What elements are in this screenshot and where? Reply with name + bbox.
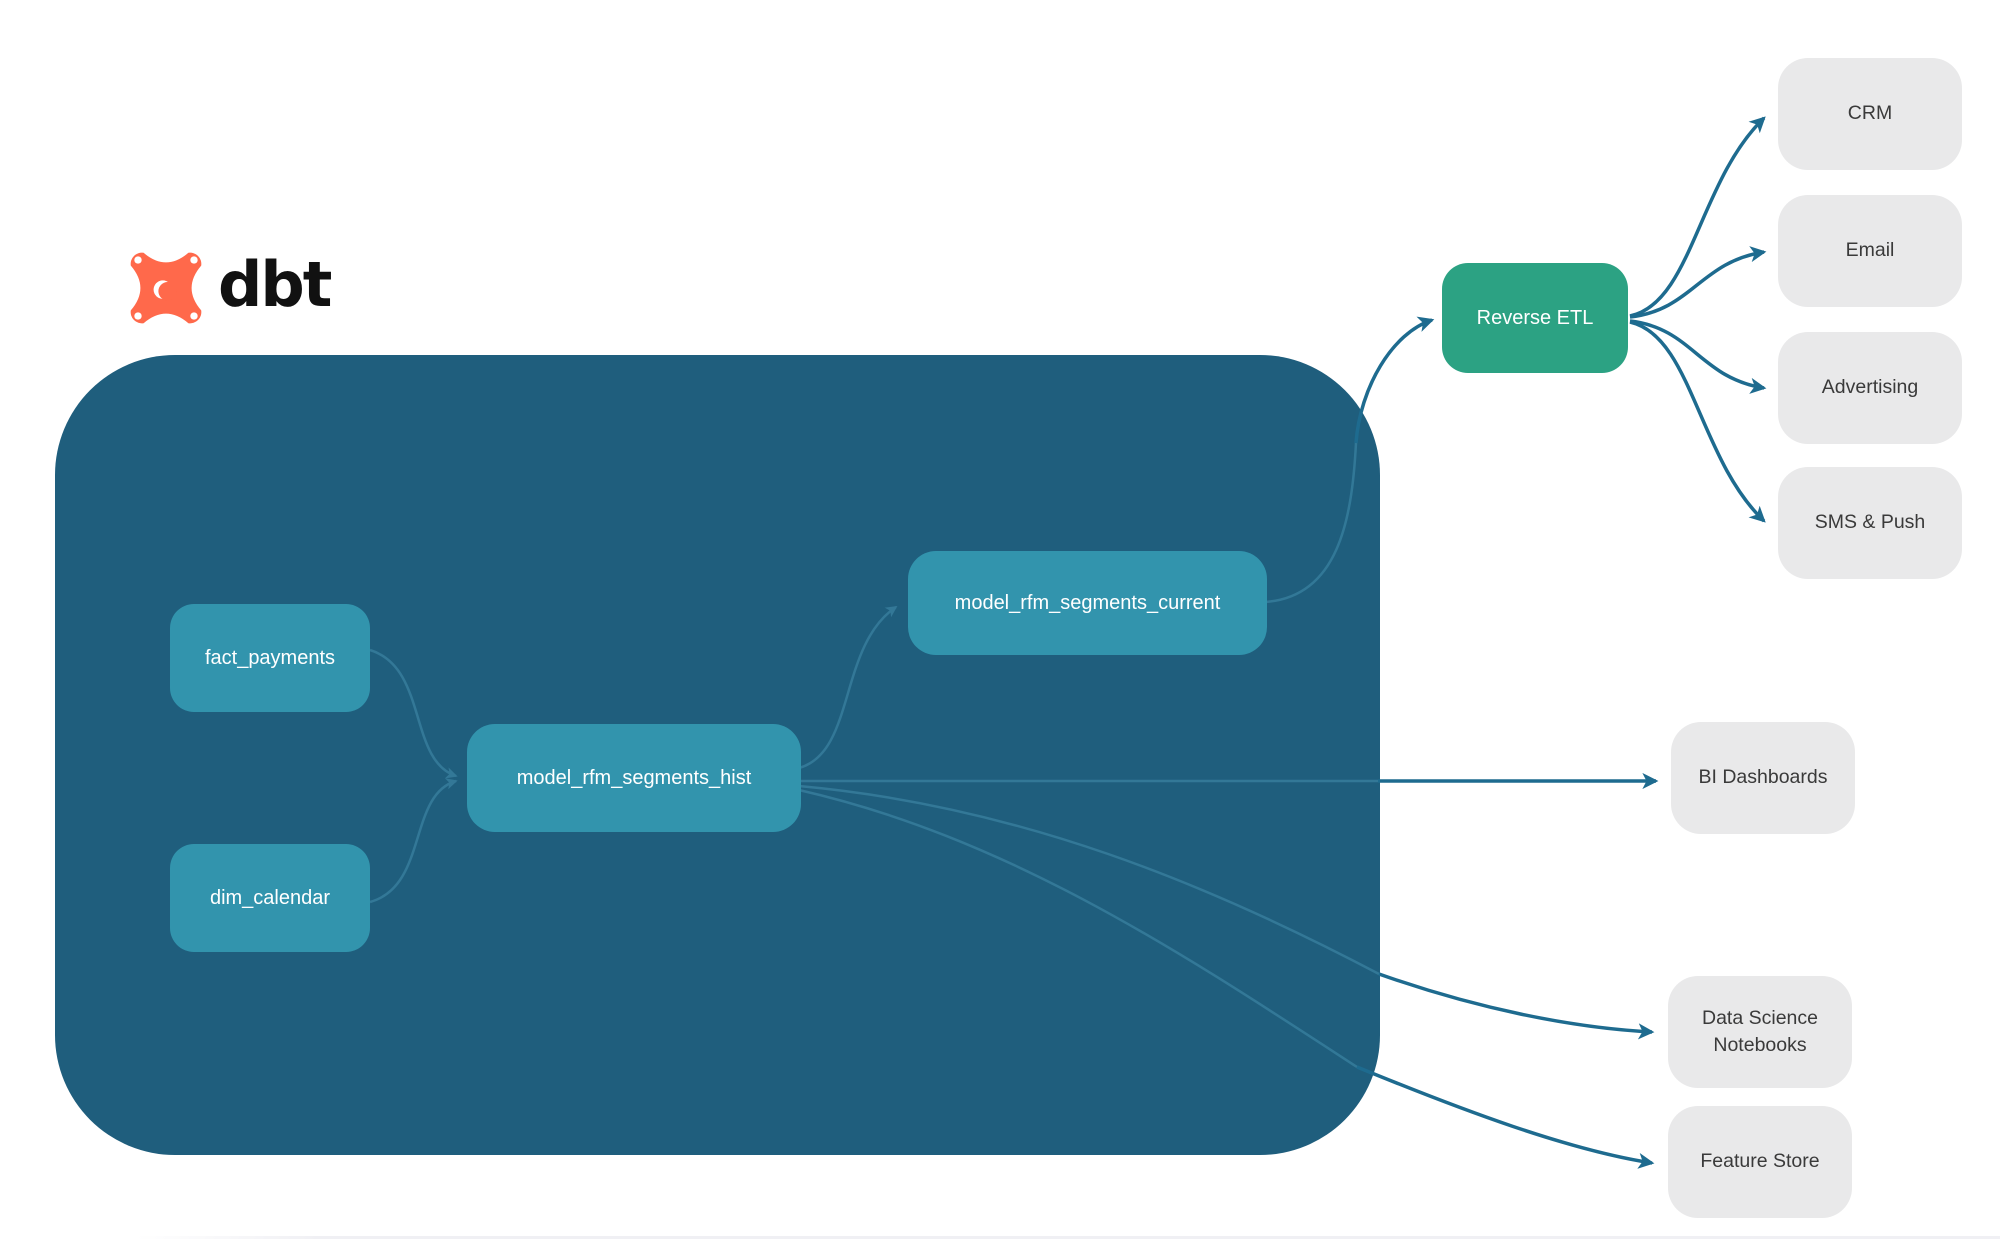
edge-reverse-etl-to-email [1629,246,1767,319]
node-data-science-notebooks: Data Science Notebooks [1668,976,1852,1088]
edge-hist-to-feature-store [1356,1065,1655,1169]
node-reverse-etl: Reverse ETL [1442,263,1628,373]
bottom-divider [135,1236,2000,1239]
node-fact-payments-label: fact_payments [204,646,336,669]
node-bi-dashboards-label: BI Dashboards [1698,766,1828,789]
dbt-logo: dbt [126,248,332,328]
edge-reverse-etl-to-sms-push [1629,320,1766,523]
node-fact-payments: fact_payments [170,604,370,712]
node-feature-store-label: Feature Store [1700,1150,1820,1173]
node-sms-push-label: SMS & Push [1814,511,1926,534]
node-bi-dashboards: BI Dashboards [1671,722,1855,834]
edge-hist-to-data-science-notebooks [1378,972,1655,1040]
dbt-logo-icon [130,252,202,324]
node-feature-store: Feature Store [1668,1106,1852,1218]
node-advertising: Advertising [1778,332,1962,444]
dbt-logo-text: dbt [218,248,332,321]
node-advertising-label: Advertising [1821,376,1919,399]
node-model-rfm-segments-hist: model_rfm_segments_hist [467,724,801,832]
edge-reverse-etl-to-crm [1629,116,1766,318]
node-crm: CRM [1778,58,1962,170]
node-sms-push: SMS & Push [1778,467,1962,579]
node-email: Email [1778,195,1962,307]
node-data-science-notebooks-label: Data Science Notebooks [1702,1006,1818,1056]
node-model-rfm-segments-current-label: model_rfm_segments_current [954,591,1221,614]
edge-reverse-etl-to-advertising [1629,319,1767,394]
node-reverse-etl-label: Reverse ETL [1476,306,1594,329]
node-model-rfm-segments-current: model_rfm_segments_current [908,551,1267,655]
node-email-label: Email [1845,239,1895,262]
node-crm-label: CRM [1847,102,1893,125]
node-model-rfm-segments-hist-label: model_rfm_segments_hist [516,766,752,789]
node-dim-calendar: dim_calendar [170,844,370,952]
node-dim-calendar-label: dim_calendar [209,886,331,909]
